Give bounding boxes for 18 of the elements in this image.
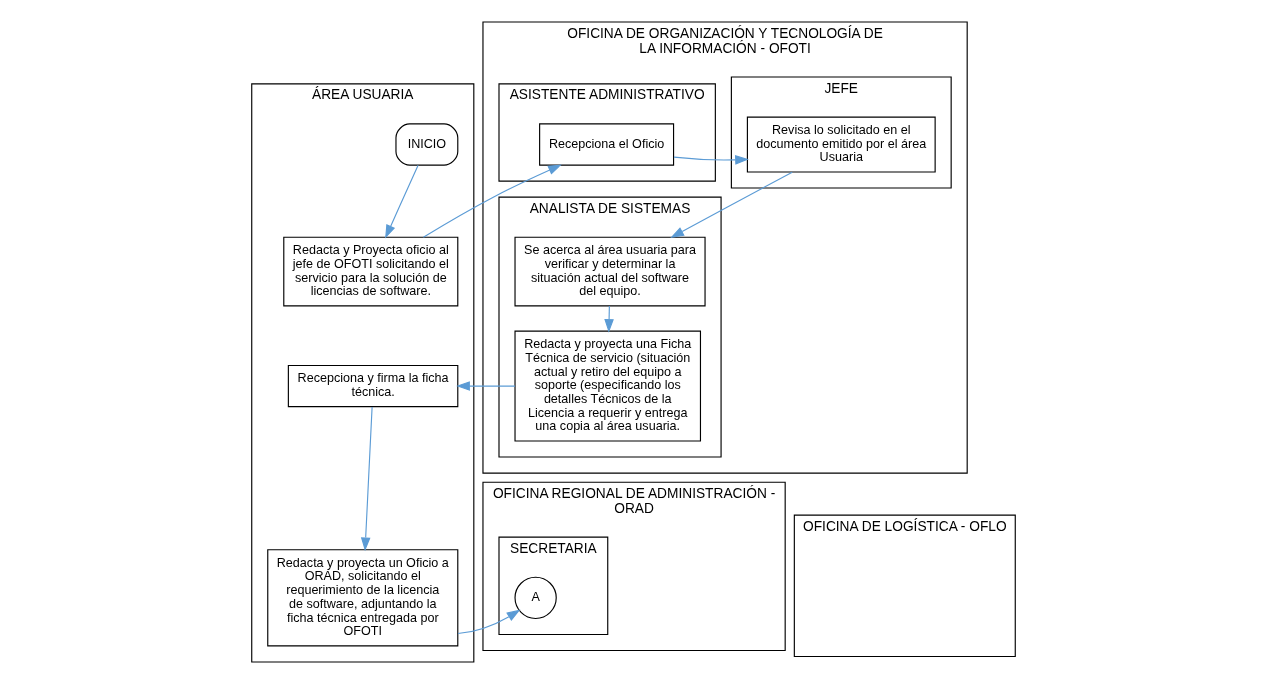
node-box: INICIO <box>394 123 458 166</box>
arrow <box>384 164 419 239</box>
node-box: OFICINA DE LOGÍSTICA - OFLO <box>793 514 1016 658</box>
arrow <box>422 164 562 238</box>
node-box: Recepciona el Oficio <box>538 123 674 166</box>
node-circle: A <box>513 576 557 620</box>
node-box: Revisa lo solicitado en el documento emitido por el área Usuaria <box>746 116 936 173</box>
node-box: Se acerca al área usuaria para verificar y determinar la situación actual del software del equipo. <box>513 236 706 307</box>
node-box: Redacta y Proyecta oficio al jefe de OFOTI solicitando el servicio para la solución de licencias de software. <box>282 236 458 307</box>
arrow <box>360 406 373 552</box>
arrow <box>456 609 520 635</box>
node-box: Redacta y proyecta un Oficio a ORAD, solicitando el requerimiento de la licencia de software, adjuntando la ficha técnica entregada por OFOTI <box>266 549 458 647</box>
arrow <box>672 155 749 165</box>
arrow <box>669 171 793 238</box>
arrow <box>603 305 614 333</box>
node-box: Recepciona y firma la ficha técnica. <box>287 364 458 408</box>
node-box: Redacta y proyecta una Ficha Técnica de servicio (situación actual y retiro del equipo a soporte (especificando los detalles Técnicos de la Licencia a requerir y entrega una copia al área usuaria. <box>513 330 701 442</box>
arrow <box>455 381 516 391</box>
